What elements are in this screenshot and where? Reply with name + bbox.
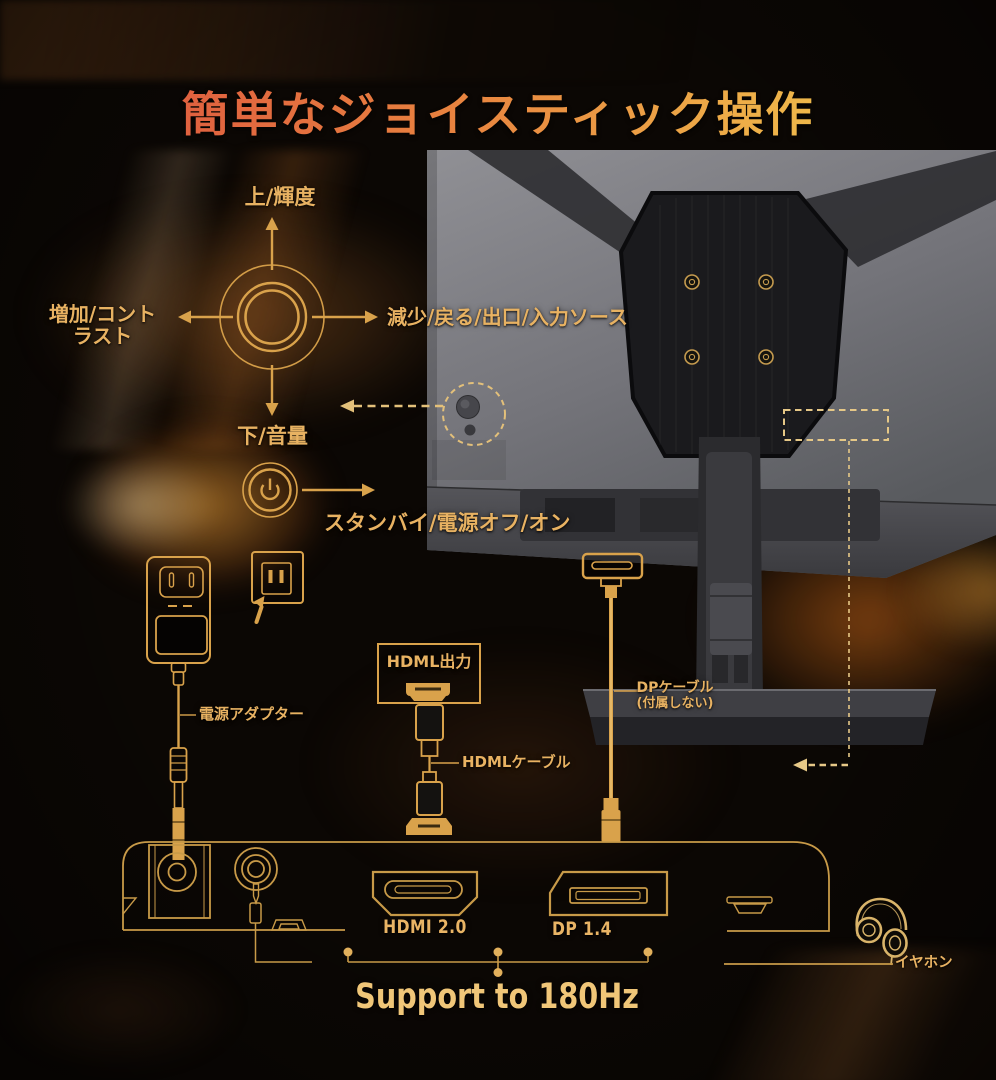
outlet-icon [251, 551, 304, 624]
headphones-icon [724, 897, 908, 966]
dp-cable-diagram [581, 552, 644, 842]
dp-port-label: DP 1.4 [552, 918, 625, 940]
hdmi-port [371, 870, 479, 917]
power-plug-icon [146, 556, 211, 860]
joystick-location-callout [340, 382, 506, 446]
dc-in-port [148, 844, 211, 919]
dp-port-label-text: DP 1.4 [552, 918, 612, 940]
dp-cable-label-line2: (付属しない) [636, 695, 714, 711]
page-title: 簡単なジョイスティック操作 [0, 76, 996, 145]
power-icon [242, 462, 298, 518]
power-arrow [302, 483, 375, 497]
hdmi-source-diagram [377, 643, 481, 835]
vesa-panel [618, 191, 849, 458]
joystick-left-label-line1: 増加/コント [48, 302, 157, 326]
joystick-right-label: 減少/戻る/出口/入力ソース [387, 305, 628, 329]
joystick-up-label: 上/輝度 [244, 185, 316, 209]
earphone-label: イヤホン [895, 955, 953, 971]
joystick-ring-icon [219, 264, 325, 370]
hdmi-cable-label: HDMLケーブル [462, 753, 571, 771]
power-adapter-label: 電源アダプター [199, 705, 305, 723]
monitor-stand [583, 437, 936, 745]
power-button-label: スタンバイ/電源オフ/オン [324, 511, 571, 535]
joystick-arrows [178, 217, 378, 416]
earphone-jack [234, 847, 312, 963]
dp-cable-label: DPケーブル (付属しない) [625, 680, 725, 711]
screw-icon [684, 274, 774, 365]
aux-port [726, 896, 773, 914]
stand-foot-glyph [270, 919, 308, 931]
support-text: Support to 180Hz [297, 977, 697, 1017]
hdmi-port-label-text: HDMI 2.0 [383, 916, 467, 938]
dp-cable-label-line1: DPケーブル [636, 680, 714, 696]
dp-port [548, 870, 669, 917]
io-panel [122, 841, 830, 963]
hdmi-source-box-label: HDML出力 [386, 652, 472, 671]
support-bracket [343, 947, 653, 977]
hdmi-port-label: HDMI 2.0 [363, 916, 487, 938]
ports-location-callout [783, 409, 889, 772]
monitor-back [426, 150, 996, 578]
joystick-down-label: 下/音量 [237, 424, 308, 448]
joystick-left-label-line2: ラスト [72, 324, 133, 349]
support-text-inner: Support to 180Hz [355, 977, 639, 1017]
joystick-left-label: 増加/コント ラスト [30, 303, 175, 348]
